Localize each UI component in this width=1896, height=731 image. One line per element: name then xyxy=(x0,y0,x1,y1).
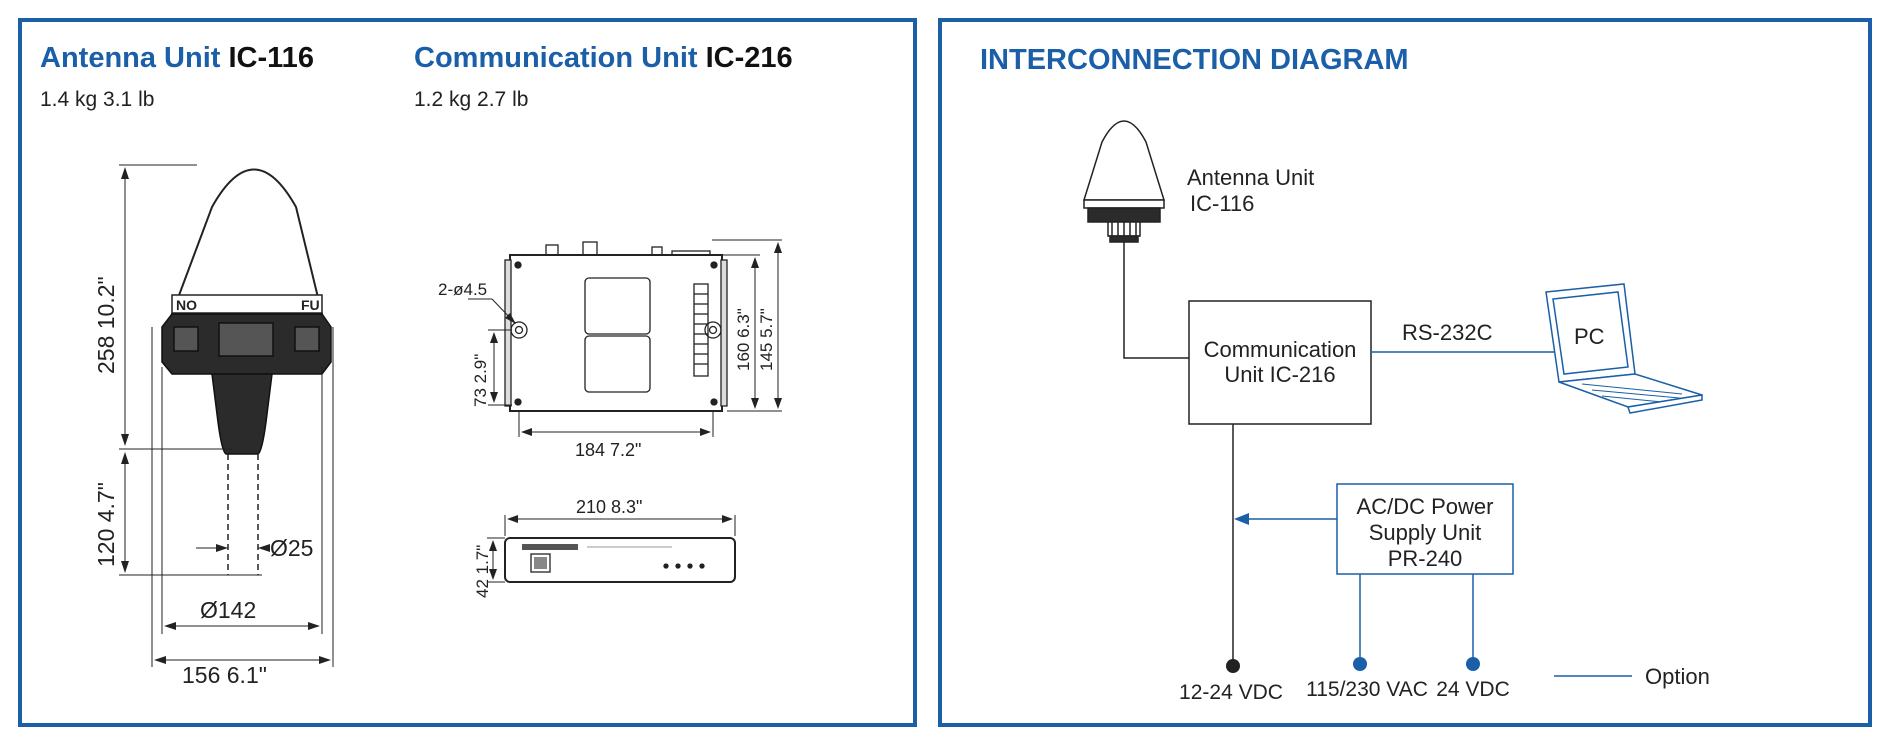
interconnection-title: INTERCONNECTION DIAGRAM xyxy=(980,44,1409,76)
terminal-dot-24vdc xyxy=(1466,657,1480,671)
pc-label: PC xyxy=(1574,324,1605,349)
terminal-dot-115-230vac xyxy=(1353,657,1367,671)
communication-unit-model-label: Unit IC-216 xyxy=(1224,362,1335,387)
antenna-drawing xyxy=(119,164,334,667)
interconnection-panel: INTERCONNECTION DIAGRAM Antenna Unit IC-… xyxy=(938,18,1872,727)
antenna-unit-model-label: IC-116 xyxy=(1190,191,1254,216)
rs232c-label: RS-232C xyxy=(1402,320,1493,345)
comm-unit-front-view xyxy=(487,515,736,583)
antenna-height-label: 258 10.2" xyxy=(93,276,119,374)
terminal-label-115-230vac: 115/230 VAC xyxy=(1306,678,1428,701)
dimension-drawings: NO FU 258 10.2" 120 4.7" Ø25 Ø142 156 6.… xyxy=(93,164,782,688)
antenna-unit-model: IC-116 xyxy=(228,42,314,74)
comm-holes-label: 2-ø4.5 xyxy=(438,280,487,299)
comm-front-height-label: 42 1.7" xyxy=(473,545,492,598)
antenna-mark-fu: FU xyxy=(301,297,320,313)
antenna-unit-weight: 1.4 kg 3.1 lb xyxy=(40,88,155,111)
pc-laptop-icon xyxy=(1545,283,1703,414)
antenna-base-dia-label: Ø142 xyxy=(200,597,256,623)
dimensions-panel: Antenna Unit IC-116 1.4 kg 3.1 lb Commun… xyxy=(18,18,917,727)
antenna-unit-icon xyxy=(1082,120,1166,243)
comm-hole-spacing-label: 73 2.9" xyxy=(471,354,490,407)
communication-unit-title: Communication Unit IC-216 xyxy=(414,42,793,75)
power-supply-label-3: PR-240 xyxy=(1388,546,1463,571)
antenna-width-label: 156 6.1" xyxy=(182,662,267,688)
option-legend-label: Option xyxy=(1645,664,1710,689)
antenna-cable xyxy=(1123,242,1189,359)
communication-unit-weight: 1.2 kg 2.7 lb xyxy=(414,88,529,111)
antenna-unit-name: Antenna Unit xyxy=(40,42,221,74)
power-supply-label-1: AC/DC Power xyxy=(1357,494,1494,519)
power-supply-box xyxy=(1336,483,1514,575)
comm-unit-top-view xyxy=(468,239,782,437)
antenna-mark-no: NO xyxy=(176,297,197,313)
comm-depth-outer-label: 160 6.3" xyxy=(734,308,753,371)
comm-depth-inner-label: 145 5.7" xyxy=(757,308,776,371)
terminal-dot-12-24vdc xyxy=(1226,659,1240,673)
antenna-unit-label: Antenna Unit xyxy=(1187,165,1314,190)
communication-unit-label: Communication xyxy=(1204,337,1357,362)
communication-unit-box xyxy=(1188,300,1372,425)
terminal-label-24vdc: 24 VDC xyxy=(1436,678,1510,701)
antenna-mast-dia-label: Ø25 xyxy=(270,535,313,561)
terminal-label-12-24vdc: 12-24 VDC xyxy=(1179,681,1283,704)
communication-unit-name: Communication Unit xyxy=(414,42,698,74)
power-supply-label-2: Supply Unit xyxy=(1369,520,1482,545)
antenna-mast-label: 120 4.7" xyxy=(93,482,119,567)
interconnection-diagram: Antenna Unit IC-116 Communication Unit I… xyxy=(1082,120,1710,704)
comm-front-width-label: 210 8.3" xyxy=(576,497,642,517)
comm-width-label: 184 7.2" xyxy=(575,440,641,460)
power-supply-feed-arrow xyxy=(1234,513,1249,525)
antenna-unit-title: Antenna Unit IC-116 xyxy=(40,42,314,75)
communication-unit-model: IC-216 xyxy=(705,42,793,74)
